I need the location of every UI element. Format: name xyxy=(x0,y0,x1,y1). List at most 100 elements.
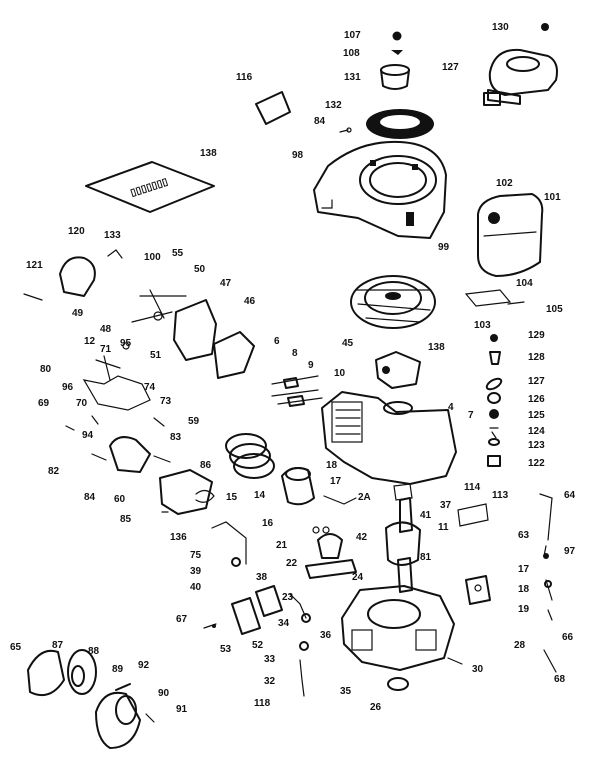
label-108: 108 xyxy=(343,48,360,59)
label-136-left: 136 xyxy=(170,532,187,543)
fasteners xyxy=(23,129,463,665)
label-66: 66 xyxy=(562,632,574,643)
label-60: 60 xyxy=(114,494,126,505)
starter-housing xyxy=(95,691,141,749)
label-104: 104 xyxy=(516,278,533,289)
carburetor xyxy=(91,436,215,515)
label-96: 96 xyxy=(62,382,74,393)
label-2A: 2A xyxy=(358,492,371,503)
label-98: 98 xyxy=(292,150,304,161)
label-94: 94 xyxy=(82,430,94,441)
label-39: 39 xyxy=(190,566,202,577)
label-87: 87 xyxy=(52,640,64,651)
label-85: 85 xyxy=(120,514,132,525)
valve-train xyxy=(271,375,323,407)
label-10: 10 xyxy=(334,368,346,379)
label-103: 103 xyxy=(474,320,491,331)
label-8: 8 xyxy=(292,348,298,359)
label-26: 26 xyxy=(370,702,382,713)
plate-113 xyxy=(457,503,489,527)
label-88: 88 xyxy=(88,646,100,657)
label-69: 69 xyxy=(38,398,50,409)
starter-cup-120 xyxy=(59,256,96,297)
label-84-mid: 84 xyxy=(84,492,96,503)
decal-138: ▯▯▯▯▯▯▯ xyxy=(85,161,215,213)
label-28: 28 xyxy=(514,640,526,651)
label-132: 132 xyxy=(325,100,342,111)
cup-131 xyxy=(380,64,410,90)
muffler xyxy=(477,193,544,277)
label-32: 32 xyxy=(264,676,276,687)
label-64: 64 xyxy=(564,490,576,501)
label-80: 80 xyxy=(40,364,52,375)
label-19: 19 xyxy=(518,604,530,615)
air-cleaner-assembly xyxy=(483,48,558,106)
label-7: 7 xyxy=(468,410,474,421)
label-40: 40 xyxy=(190,582,202,593)
part-labels: 107 108 131 130 127 116 132 84 138 98 10… xyxy=(10,22,576,715)
label-23: 23 xyxy=(282,592,294,603)
pin-92 xyxy=(115,683,131,691)
label-131: 131 xyxy=(344,72,361,83)
label-74: 74 xyxy=(144,382,156,393)
engine-base xyxy=(341,585,455,691)
label-22: 22 xyxy=(286,558,298,569)
label-47: 47 xyxy=(220,278,232,289)
label-33: 33 xyxy=(264,654,276,665)
label-90: 90 xyxy=(158,688,170,699)
label-125: 125 xyxy=(528,410,545,421)
nut-130 xyxy=(541,23,549,31)
label-91: 91 xyxy=(176,704,188,715)
bracket-19 xyxy=(465,575,491,605)
label-83: 83 xyxy=(170,432,182,443)
label-81: 81 xyxy=(420,552,432,563)
washer-108 xyxy=(391,50,403,55)
bracket-116 xyxy=(255,91,291,125)
label-105: 105 xyxy=(546,304,563,315)
piston-rings xyxy=(225,433,275,479)
label-36: 36 xyxy=(320,630,332,641)
connecting-rod xyxy=(305,526,357,579)
label-6: 6 xyxy=(274,336,280,347)
piston xyxy=(281,467,315,506)
label-126: 126 xyxy=(528,394,545,405)
label-67: 67 xyxy=(176,614,188,625)
label-118: 118 xyxy=(254,698,271,709)
screen-132 xyxy=(366,109,434,139)
label-15: 15 xyxy=(226,492,238,503)
label-37: 37 xyxy=(440,500,452,511)
label-4: 4 xyxy=(448,402,454,413)
label-129: 129 xyxy=(528,330,545,341)
label-75: 75 xyxy=(190,550,202,561)
label-16: 16 xyxy=(262,518,274,529)
label-114: 114 xyxy=(464,482,481,493)
label-24: 24 xyxy=(352,572,364,583)
governor-linkage xyxy=(82,289,255,411)
starter-pulley xyxy=(27,649,97,696)
label-14: 14 xyxy=(254,490,266,501)
label-52: 52 xyxy=(252,640,264,651)
label-84-top: 84 xyxy=(314,116,326,127)
crankshaft xyxy=(385,483,421,593)
cylinder-block xyxy=(321,391,457,485)
label-71: 71 xyxy=(100,344,112,355)
label-51: 51 xyxy=(150,350,162,361)
label-95: 95 xyxy=(120,338,132,349)
flywheel xyxy=(350,275,436,329)
label-34: 34 xyxy=(278,618,290,629)
label-42: 42 xyxy=(356,532,368,543)
label-121: 121 xyxy=(26,260,43,271)
throttle-linkage xyxy=(539,493,557,673)
label-48: 48 xyxy=(100,324,112,335)
label-102: 102 xyxy=(496,178,513,189)
label-38: 38 xyxy=(256,572,268,583)
label-120: 120 xyxy=(68,226,85,237)
label-82: 82 xyxy=(48,466,60,477)
label-41: 41 xyxy=(420,510,432,521)
label-97: 97 xyxy=(564,546,576,557)
label-46: 46 xyxy=(244,296,256,307)
ignition-module xyxy=(375,351,421,389)
blower-housing xyxy=(313,140,447,239)
label-128: 128 xyxy=(528,352,545,363)
label-127-right: 127 xyxy=(528,376,545,387)
